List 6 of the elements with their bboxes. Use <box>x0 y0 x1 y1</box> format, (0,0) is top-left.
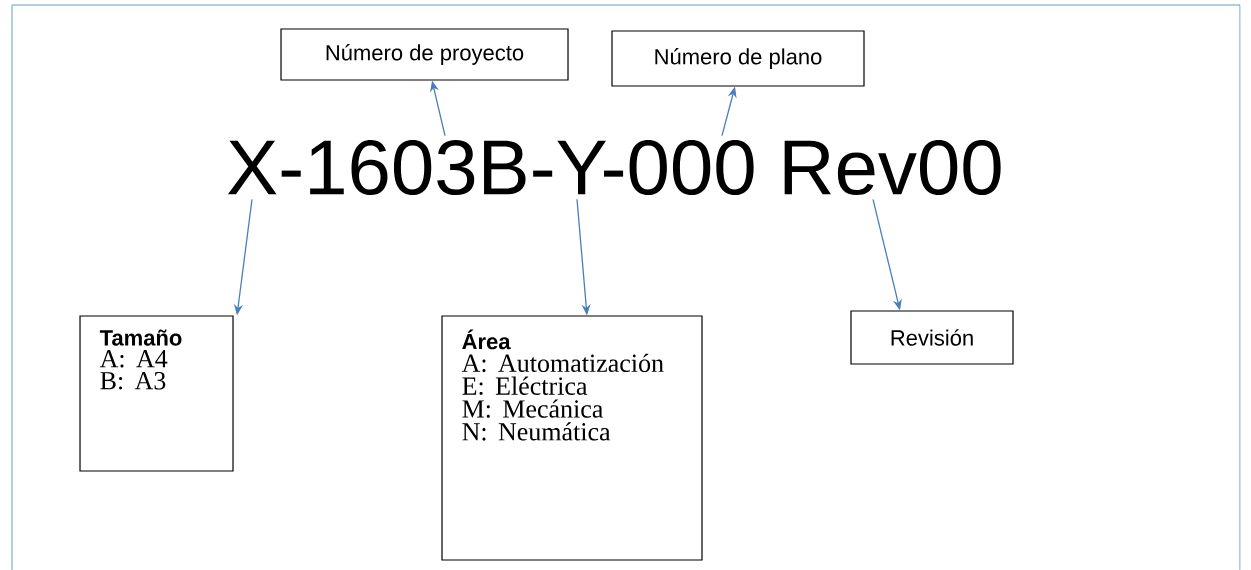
list-box: Área A: Automatización E: Eléctrica M: Mecánica N: Neumática <box>441 315 703 561</box>
label-box: Número de plano <box>611 30 865 87</box>
code-text: X-1603B-Y-000 Rev00 <box>227 139 1001 196</box>
label-box: Revisión <box>850 310 1014 365</box>
list-box: Tamaño A: A4 B: A3 <box>79 315 234 472</box>
label-box: Número de proyecto <box>280 28 569 81</box>
